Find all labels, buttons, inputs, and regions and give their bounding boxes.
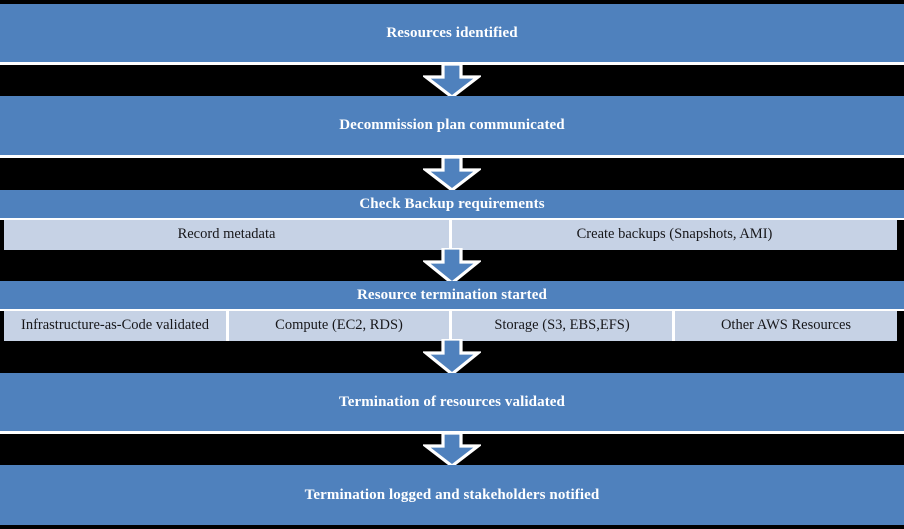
connector-arrow-down	[423, 433, 481, 467]
sub-item-label: Other AWS Resources	[720, 317, 852, 334]
connector-arrow-down	[423, 64, 481, 98]
sub-item-create-backups[interactable]: Create backups (Snapshots, AMI)	[452, 220, 897, 250]
sub-item-label: Storage (S3, EBS,EFS)	[494, 317, 630, 334]
sub-item-other-aws-resources[interactable]: Other AWS Resources	[675, 311, 897, 341]
flow-step-label: Resources identified	[386, 24, 518, 41]
sub-item-compute[interactable]: Compute (EC2, RDS)	[229, 311, 452, 341]
flow-step-label: Termination of resources validated	[338, 393, 566, 410]
flow-step-subitems: Infrastructure-as-Code validated Compute…	[4, 311, 897, 341]
flow-step-resources-identified[interactable]: Resources identified	[0, 4, 904, 62]
flow-step-label: Termination logged and stakeholders noti…	[304, 486, 600, 503]
sub-item-label: Create backups (Snapshots, AMI)	[576, 226, 773, 243]
connector-arrow-down	[423, 339, 481, 375]
flow-step-label: Check Backup requirements	[359, 195, 545, 212]
flow-step-termination-of-resources-validated[interactable]: Termination of resources validated	[0, 373, 904, 431]
sub-item-label: Infrastructure-as-Code validated	[20, 317, 209, 334]
sub-item-record-metadata[interactable]: Record metadata	[4, 220, 452, 250]
flow-step-label: Resource termination started	[357, 286, 547, 303]
sub-item-infrastructure-as-code-validated[interactable]: Infrastructure-as-Code validated	[4, 311, 229, 341]
flow-step-label: Decommission plan communicated	[339, 117, 565, 134]
flow-step-check-backup-requirements[interactable]: Check Backup requirements	[0, 190, 904, 220]
flow-step-subitems: Record metadata Create backups (Snapshot…	[4, 220, 897, 250]
flow-step-decommission-plan-communicated[interactable]: Decommission plan communicated	[0, 96, 904, 155]
connector-arrow-down	[423, 248, 481, 284]
sub-item-label: Record metadata	[177, 226, 276, 243]
connector-arrow-down	[423, 157, 481, 191]
flow-step-resource-termination-started[interactable]: Resource termination started	[0, 281, 904, 311]
sub-item-label: Compute (EC2, RDS)	[275, 317, 403, 334]
sub-item-storage[interactable]: Storage (S3, EBS,EFS)	[452, 311, 675, 341]
flow-step-termination-logged-and-stakeholders-notified[interactable]: Termination logged and stakeholders noti…	[0, 465, 904, 525]
